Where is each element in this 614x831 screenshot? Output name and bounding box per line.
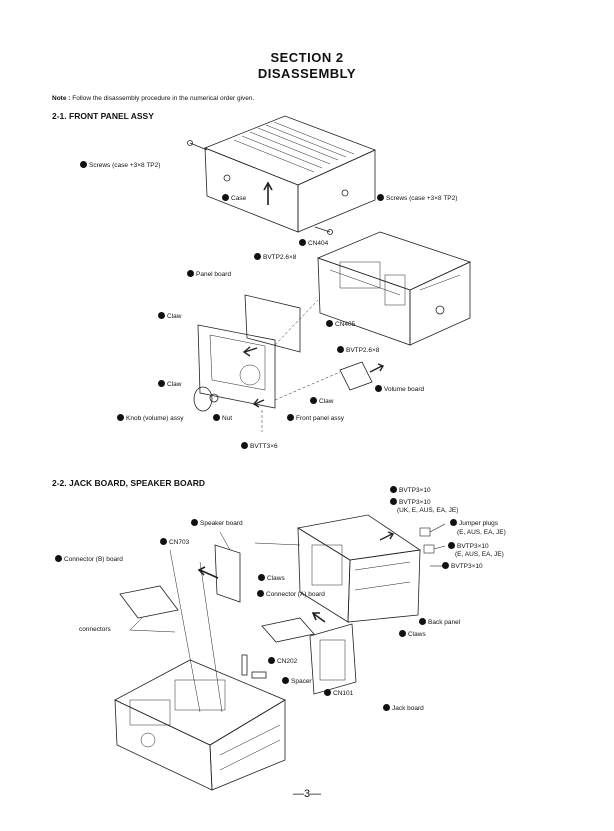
step-marker-icon — [254, 253, 261, 260]
step-marker-icon — [258, 574, 265, 581]
case-cover-drawing — [203, 115, 377, 233]
step-marker-icon — [55, 555, 62, 562]
step-marker-icon — [282, 677, 289, 684]
step-marker-icon — [337, 346, 344, 353]
label-claws-upper: Claws — [258, 574, 285, 583]
label-speaker-board: Speaker board — [191, 519, 243, 528]
label-cn101: CN101 — [324, 689, 353, 698]
knob-drawing — [193, 386, 213, 412]
step-marker-icon — [257, 590, 264, 597]
label-panel-board: Panel board — [187, 270, 231, 279]
connector-b-drawing — [119, 585, 179, 619]
step-marker-icon — [324, 689, 331, 696]
label-cn405: CN405 — [326, 320, 355, 329]
step-marker-icon — [442, 562, 449, 569]
step-marker-icon — [310, 397, 317, 404]
label-jack-board: Jack board — [383, 704, 424, 713]
label-cn202: CN202 — [268, 657, 297, 666]
back-panel-drawing — [296, 514, 422, 623]
step-marker-icon — [326, 320, 333, 327]
connector-a-drawing — [261, 617, 315, 643]
step-marker-icon — [299, 239, 306, 246]
label-back-panel: Back panel — [419, 618, 460, 627]
step-marker-icon — [450, 519, 457, 526]
step-marker-icon — [390, 498, 397, 505]
step-marker-icon — [187, 270, 194, 277]
label-cn404: CN404 — [299, 239, 328, 248]
panel-board-drawing — [244, 294, 301, 353]
step-marker-icon — [222, 194, 229, 201]
label-spacer: Spacer — [282, 677, 312, 686]
label-connector-a: Connector (A) board — [257, 590, 325, 599]
step-marker-icon — [241, 442, 248, 449]
jack-board-drawing — [309, 623, 357, 695]
step-marker-icon — [158, 312, 165, 319]
label-claw-upper: Claw — [158, 312, 181, 321]
step-marker-icon — [377, 194, 384, 201]
label-bvtp10-c-note: (E, AUS, EA, JE) — [455, 551, 504, 558]
step-marker-icon — [268, 657, 275, 664]
step-marker-icon — [419, 618, 426, 625]
section-number: SECTION 2 — [270, 50, 344, 65]
speaker-board-drawing — [214, 544, 241, 603]
step-marker-icon — [117, 414, 124, 421]
step-marker-icon — [375, 385, 382, 392]
heading-jack-speaker: 2-2. JACK BOARD, SPEAKER BOARD — [52, 478, 206, 488]
label-bvtp-top: BVTP2.6×8 — [254, 253, 296, 262]
page-number: —3— — [292, 788, 322, 800]
heading-front-panel: 2-1. FRONT PANEL ASSY — [52, 111, 154, 121]
label-knob: Knob (volume) assy — [117, 414, 183, 423]
note-text: Follow the disassembly procedure in the … — [72, 95, 255, 102]
step-marker-icon — [191, 519, 198, 526]
label-connectors: connectors — [79, 626, 111, 633]
step-marker-icon — [158, 380, 165, 387]
step-marker-icon — [448, 542, 455, 549]
label-volume-board: Volume board — [375, 385, 424, 394]
spacer-drawing — [251, 671, 267, 679]
label-bvtp10-b: BVTP3×10 — [390, 498, 431, 507]
label-bvtp10-d: BVTP3×10 — [442, 562, 483, 571]
label-screws-right: Screws (case +3×8 TP2) — [377, 194, 457, 203]
step-marker-icon — [213, 414, 220, 421]
front-panel-drawing — [197, 324, 276, 409]
label-case: Case — [222, 194, 246, 203]
step-marker-icon — [390, 486, 397, 493]
label-claw-right: Claw — [310, 397, 333, 406]
note-prefix: Note : — [52, 95, 71, 102]
label-cn703: CN703 — [160, 538, 189, 547]
chassis-drawing-1 — [316, 231, 472, 346]
step-marker-icon — [160, 538, 167, 545]
label-front-panel: Front panel assy — [287, 414, 344, 423]
label-bvtp10-a: BVTP3×10 — [390, 486, 431, 495]
label-claw-lower: Claw — [158, 380, 181, 389]
step-marker-icon — [287, 414, 294, 421]
label-connector-b: Connector (B) board — [55, 555, 123, 564]
label-jumper: Jumper plugs — [450, 519, 498, 528]
label-bvtt: BVTT3×6 — [241, 442, 278, 451]
step-marker-icon — [383, 704, 390, 711]
label-bvtp-mid: BVTP2.6×8 — [337, 346, 379, 355]
label-nut: Nut — [213, 414, 232, 423]
volume-board-drawing — [339, 361, 373, 391]
label-screws-left: Screws (case +3×8 TP2) — [80, 161, 160, 170]
label-claws-right: Claws — [399, 630, 426, 639]
chassis-drawing-2 — [114, 659, 286, 791]
label-bvtp10-b-note: (UK, E, AUS, EA, JE) — [397, 507, 459, 514]
page-title: DISASSEMBLY — [257, 66, 357, 81]
step-marker-icon — [399, 630, 406, 637]
step-marker-icon — [80, 161, 87, 168]
label-bvtp10-c: BVTP3×10 — [448, 542, 489, 551]
note-line: Note : Follow the disassembly procedure … — [52, 95, 254, 102]
label-jumper-note: (E, AUS, EA, JE) — [457, 529, 506, 536]
